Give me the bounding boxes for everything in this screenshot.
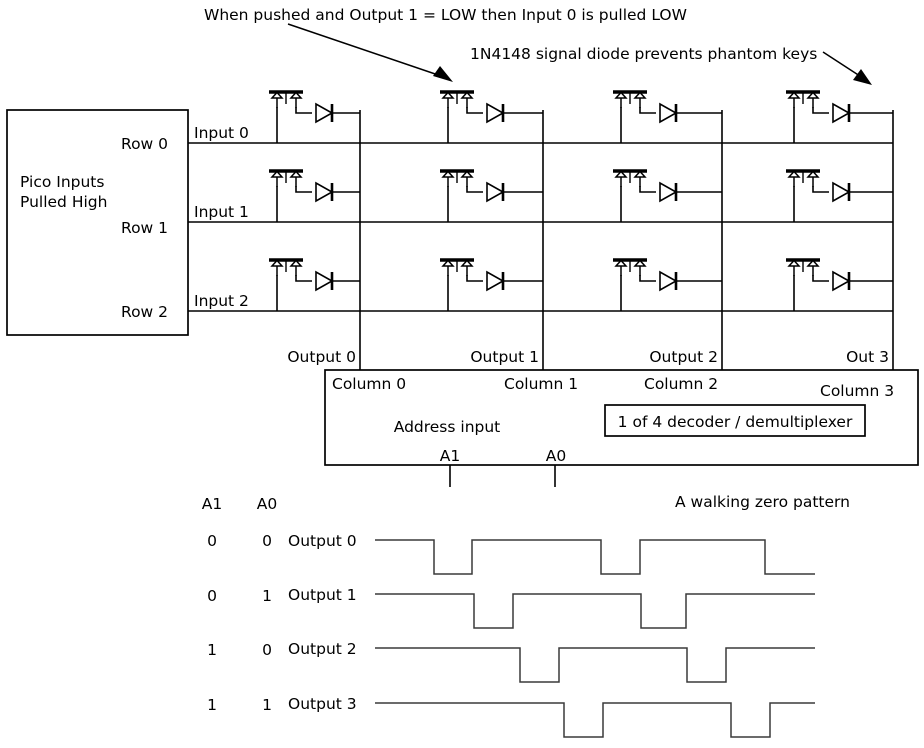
timing-a0-1: 1	[262, 587, 272, 605]
decoder-block	[324, 369, 919, 466]
decoder-chip-label: 1 of 4 decoder / demultiplexer	[618, 413, 853, 431]
timing-a0-0: 0	[262, 532, 272, 550]
input-label-1: Input 1	[194, 203, 249, 221]
input-label-0: Input 0	[194, 124, 249, 142]
timing-header-a1: A1	[202, 495, 222, 513]
address-pin-stubs	[449, 465, 556, 487]
pico-label-line1: Pico Inputs	[20, 173, 104, 191]
column-label-0: Column 0	[332, 375, 406, 393]
cell-r2c0	[269, 258, 360, 311]
cell-r1c2	[613, 169, 722, 222]
row-wires	[188, 142, 893, 312]
row-label-1: Row 1	[121, 219, 168, 237]
decoder-chip-label-box	[604, 404, 866, 437]
cell-r1c0	[269, 169, 360, 222]
row-label-2: Row 2	[121, 303, 168, 321]
cell-r2c2	[613, 258, 722, 311]
address-pin-a0: A0	[546, 447, 566, 465]
cell-r2c3	[786, 258, 893, 311]
timing-row-2: 1 0 Output 2	[207, 640, 357, 659]
cell-r1c1	[440, 169, 543, 222]
timing-a1-2: 1	[207, 641, 217, 659]
waveform-output-2	[375, 647, 815, 683]
timing-a0-3: 1	[262, 696, 272, 714]
timing-row-1: 0 1 Output 1	[207, 586, 357, 605]
cell-r1c3	[786, 169, 893, 222]
switch-annotation-text: When pushed and Output 1 = LOW then Inpu…	[204, 6, 687, 24]
cell-r0c2	[613, 90, 722, 143]
column-wires	[359, 110, 894, 370]
walking-zero-note: A walking zero pattern	[675, 493, 850, 511]
timing-label-0: Output 0	[288, 532, 357, 550]
address-pin-a1: A1	[440, 447, 460, 465]
output-label-3: Out 3	[846, 348, 889, 366]
matrix-cells	[269, 90, 893, 311]
diode-annotation-arrow	[822, 51, 872, 85]
timing-a1-1: 0	[207, 587, 217, 605]
column-label-1: Column 1	[504, 375, 578, 393]
cell-r0c3	[786, 90, 893, 143]
timing-a0-2: 0	[262, 641, 272, 659]
timing-a1-3: 1	[207, 696, 217, 714]
waveform-output-0	[375, 539, 815, 575]
timing-row-0: 0 0 Output 0	[207, 532, 357, 550]
timing-header-a0: A0	[257, 495, 277, 513]
input-label-2: Input 2	[194, 292, 249, 310]
column-label-3: Column 3	[820, 382, 894, 400]
timing-a1-0: 0	[207, 532, 217, 550]
output-label-2: Output 2	[649, 348, 718, 366]
output-label-1: Output 1	[470, 348, 539, 366]
timing-label-3: Output 3	[288, 695, 357, 713]
cell-r0c1	[440, 90, 543, 143]
cell-r2c1	[440, 258, 543, 311]
column-label-2: Column 2	[644, 375, 718, 393]
timing-label-1: Output 1	[288, 586, 357, 604]
waveform-output-3	[375, 702, 815, 738]
switch-annotation-arrow	[287, 23, 453, 82]
address-input-label: Address input	[394, 418, 501, 436]
output-label-0: Output 0	[287, 348, 356, 366]
timing-label-2: Output 2	[288, 640, 357, 658]
row-label-0: Row 0	[121, 135, 168, 153]
cell-r0c0	[269, 90, 360, 143]
pico-label-line2: Pulled High	[20, 193, 107, 211]
waveform-output-1	[375, 593, 815, 629]
diode-annotation-text: 1N4148 signal diode prevents phantom key…	[470, 45, 817, 63]
timing-row-3: 1 1 Output 3	[207, 695, 357, 714]
